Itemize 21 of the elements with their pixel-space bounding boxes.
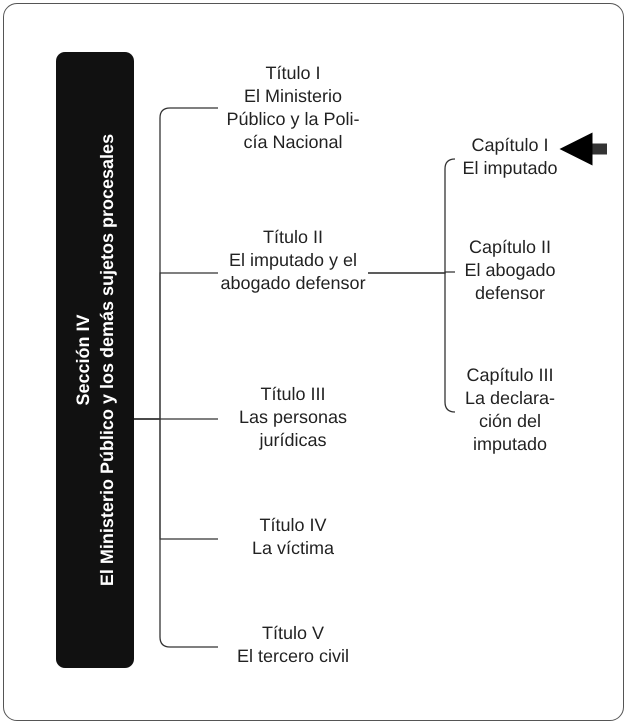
section-panel: [56, 52, 134, 668]
body-text: La víctima: [250, 537, 336, 560]
heading-text: Título III: [259, 383, 327, 406]
heading-text: Título II: [262, 226, 324, 249]
body-text: Las personas jurídicas: [238, 406, 348, 452]
brace-connector: [134, 418, 218, 648]
heading-text: Capítulo III: [465, 364, 555, 387]
body-text: El Ministerio Público y la Poli-cía Nacional: [225, 85, 361, 154]
body-text: El imputado: [461, 157, 559, 180]
heading-text: Título IV: [258, 514, 328, 537]
heading-text: Capítulo II: [468, 236, 552, 259]
body-text: El Ministerio Público y los demás sujetos procesales: [96, 132, 118, 588]
arrow: [560, 132, 607, 166]
body-text: La declara-ción del imputado: [464, 387, 556, 456]
body-text: El abogado defensor: [463, 259, 557, 305]
body-text: El imputado y el abogado defensor: [219, 249, 367, 295]
heading-text: Capítulo I: [470, 134, 550, 157]
body-text: El tercero civil: [236, 645, 350, 668]
heading-text: Título I: [264, 62, 322, 85]
heading-text: Título V: [260, 622, 326, 645]
heading-text: Sección IV: [72, 313, 94, 408]
